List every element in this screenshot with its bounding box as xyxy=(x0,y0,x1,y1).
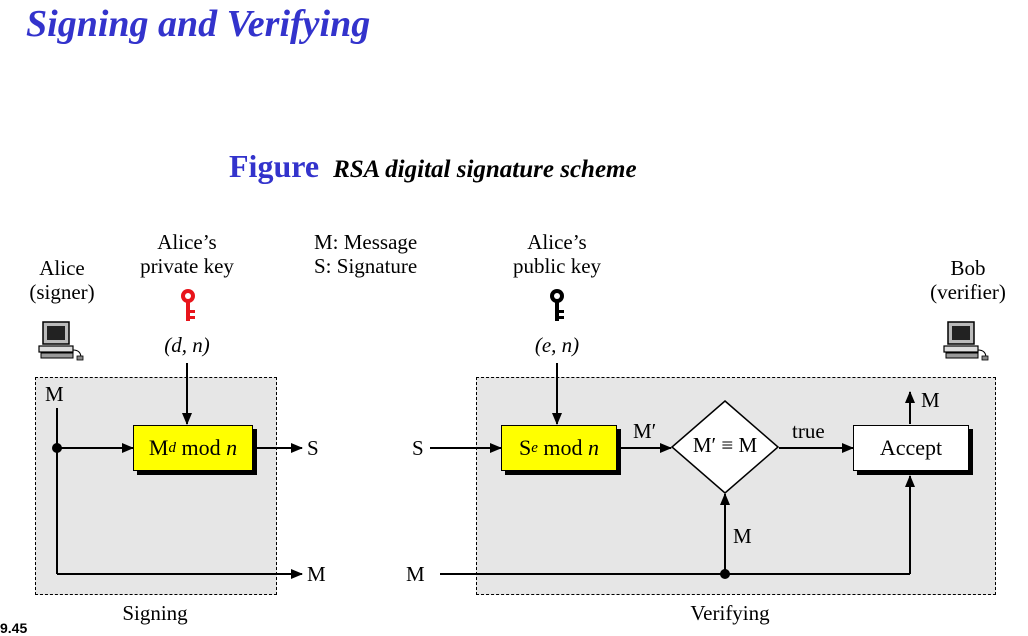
signing-junction-top xyxy=(52,443,62,453)
compare-diamond xyxy=(671,400,779,494)
alice-computer-icon xyxy=(38,321,84,361)
legend-message: M: Message xyxy=(314,230,418,254)
accept-box: Accept xyxy=(853,425,969,471)
bob-name: Bob xyxy=(950,256,986,280)
sign-box-base: M xyxy=(148,435,169,460)
legend-signature: S: Signature xyxy=(314,254,418,279)
private-key-name: private key xyxy=(140,254,234,279)
m-up-label: M xyxy=(733,524,752,548)
signing-s-output: S xyxy=(307,436,319,460)
verify-box-base: S xyxy=(518,435,532,460)
public-key-value: (e, n) xyxy=(534,333,580,357)
sign-box-modulus: n xyxy=(226,435,238,460)
private-key-owner: Alice’s xyxy=(157,230,217,254)
verifying-m-input: M xyxy=(406,562,425,586)
bob-computer-icon xyxy=(943,321,989,361)
figure-caption-text: RSA digital signature scheme xyxy=(333,156,637,183)
sign-box-exponent: d xyxy=(168,439,176,456)
verifying-junction xyxy=(720,569,730,579)
accept-m-output: M xyxy=(921,388,940,412)
private-key-icon xyxy=(181,289,195,321)
signing-m-output: M xyxy=(307,562,326,586)
sign-box-op: mod xyxy=(175,435,227,460)
true-label: true xyxy=(792,419,825,443)
signing-m-input: M xyxy=(45,382,64,406)
public-key-label: Alice’s public key xyxy=(502,230,612,278)
verify-box-exponent: e xyxy=(531,439,538,456)
verify-box-modulus: n xyxy=(588,435,600,460)
private-key-value: (d, n) xyxy=(164,333,210,357)
slide-title: Signing and Verifying xyxy=(26,3,371,45)
alice-role: (signer) xyxy=(29,280,95,305)
public-key-owner: Alice’s xyxy=(527,230,587,254)
private-key-label: Alice’s private key xyxy=(130,230,244,278)
bob-label: Bob (verifier) xyxy=(918,256,1018,304)
public-key-icon xyxy=(550,289,564,321)
public-key-name: public key xyxy=(512,254,602,279)
m-prime-label: M′ xyxy=(633,419,657,443)
slide-number: 9.45 xyxy=(0,620,28,636)
alice-name: Alice xyxy=(39,256,85,280)
verify-box-op: mod xyxy=(537,435,589,460)
alice-label: Alice (signer) xyxy=(20,256,104,304)
verifying-s-input: S xyxy=(412,436,424,460)
verifying-label: Verifying xyxy=(690,601,770,625)
figure-caption: Figure RSA digital signature scheme xyxy=(229,148,637,185)
compare-label: M′ ≡ M xyxy=(692,433,758,457)
legend: M: Message S: Signature xyxy=(314,230,417,278)
figure-label: Figure xyxy=(229,148,320,184)
signing-panel xyxy=(35,377,277,595)
signing-label: Signing xyxy=(122,601,188,625)
bob-role: (verifier) xyxy=(930,280,1006,305)
